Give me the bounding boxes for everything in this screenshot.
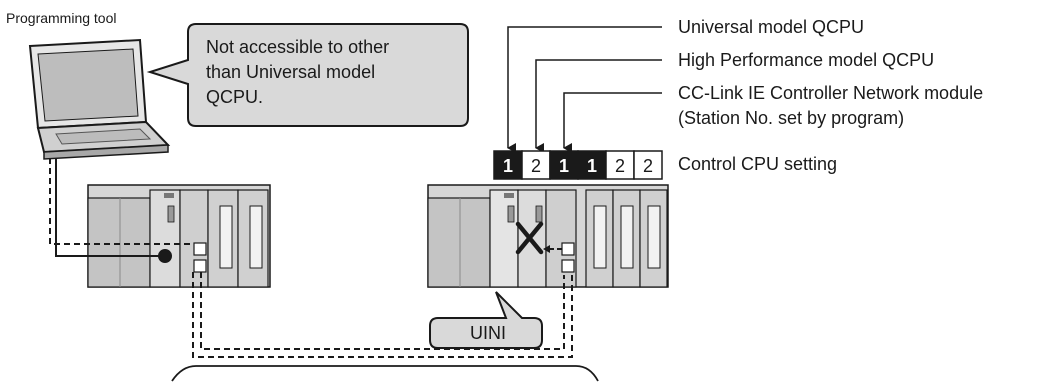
cpu-setting-cell: 2 <box>633 150 663 180</box>
cpu-setting-cell: 2 <box>605 150 635 180</box>
callout-text-line3: QCPU. <box>206 87 263 107</box>
blocked-access-path <box>543 245 562 253</box>
blocked-x-icon <box>515 221 544 255</box>
callout-text-line1: Not accessible to other <box>206 37 389 57</box>
legend-station-note: (Station No. set by program) <box>678 108 904 128</box>
left-plc-rack <box>87 184 271 288</box>
cpu-setting-value: 2 <box>643 156 653 176</box>
cpu-setting-value: 1 <box>587 156 597 176</box>
network-brace <box>171 365 599 382</box>
legend-leaders <box>507 26 662 153</box>
cpu-setting-cell: 1 <box>493 150 523 180</box>
network-cable <box>192 272 573 358</box>
programming-tool-label: Programming tool <box>6 10 117 26</box>
legend-universal-qcpu: Universal model QCPU <box>678 17 864 37</box>
callout-bubble <box>146 23 469 127</box>
right-plc-rack <box>427 184 669 288</box>
cpu-setting-value: 1 <box>559 156 569 176</box>
cpu-setting-cell: 1 <box>549 150 579 180</box>
control-cpu-setting-label: Control CPU setting <box>678 154 837 174</box>
cpu-setting-value: 1 <box>503 156 513 176</box>
tool-connection-line <box>49 158 194 263</box>
callout-text-line2: than Universal model <box>206 62 375 82</box>
cpu-setting-cell: 2 <box>521 150 551 180</box>
cpu-setting-value: 2 <box>615 156 625 176</box>
laptop-icon <box>28 38 171 160</box>
cpu-setting-cell: 1 <box>577 150 607 180</box>
uini-label: UINI <box>470 323 506 343</box>
legend-high-performance-qcpu: High Performance model QCPU <box>678 50 934 70</box>
legend-cclink-module: CC-Link IE Controller Network module <box>678 83 983 103</box>
uini-callout <box>429 291 543 349</box>
cpu-setting-value: 2 <box>531 156 541 176</box>
